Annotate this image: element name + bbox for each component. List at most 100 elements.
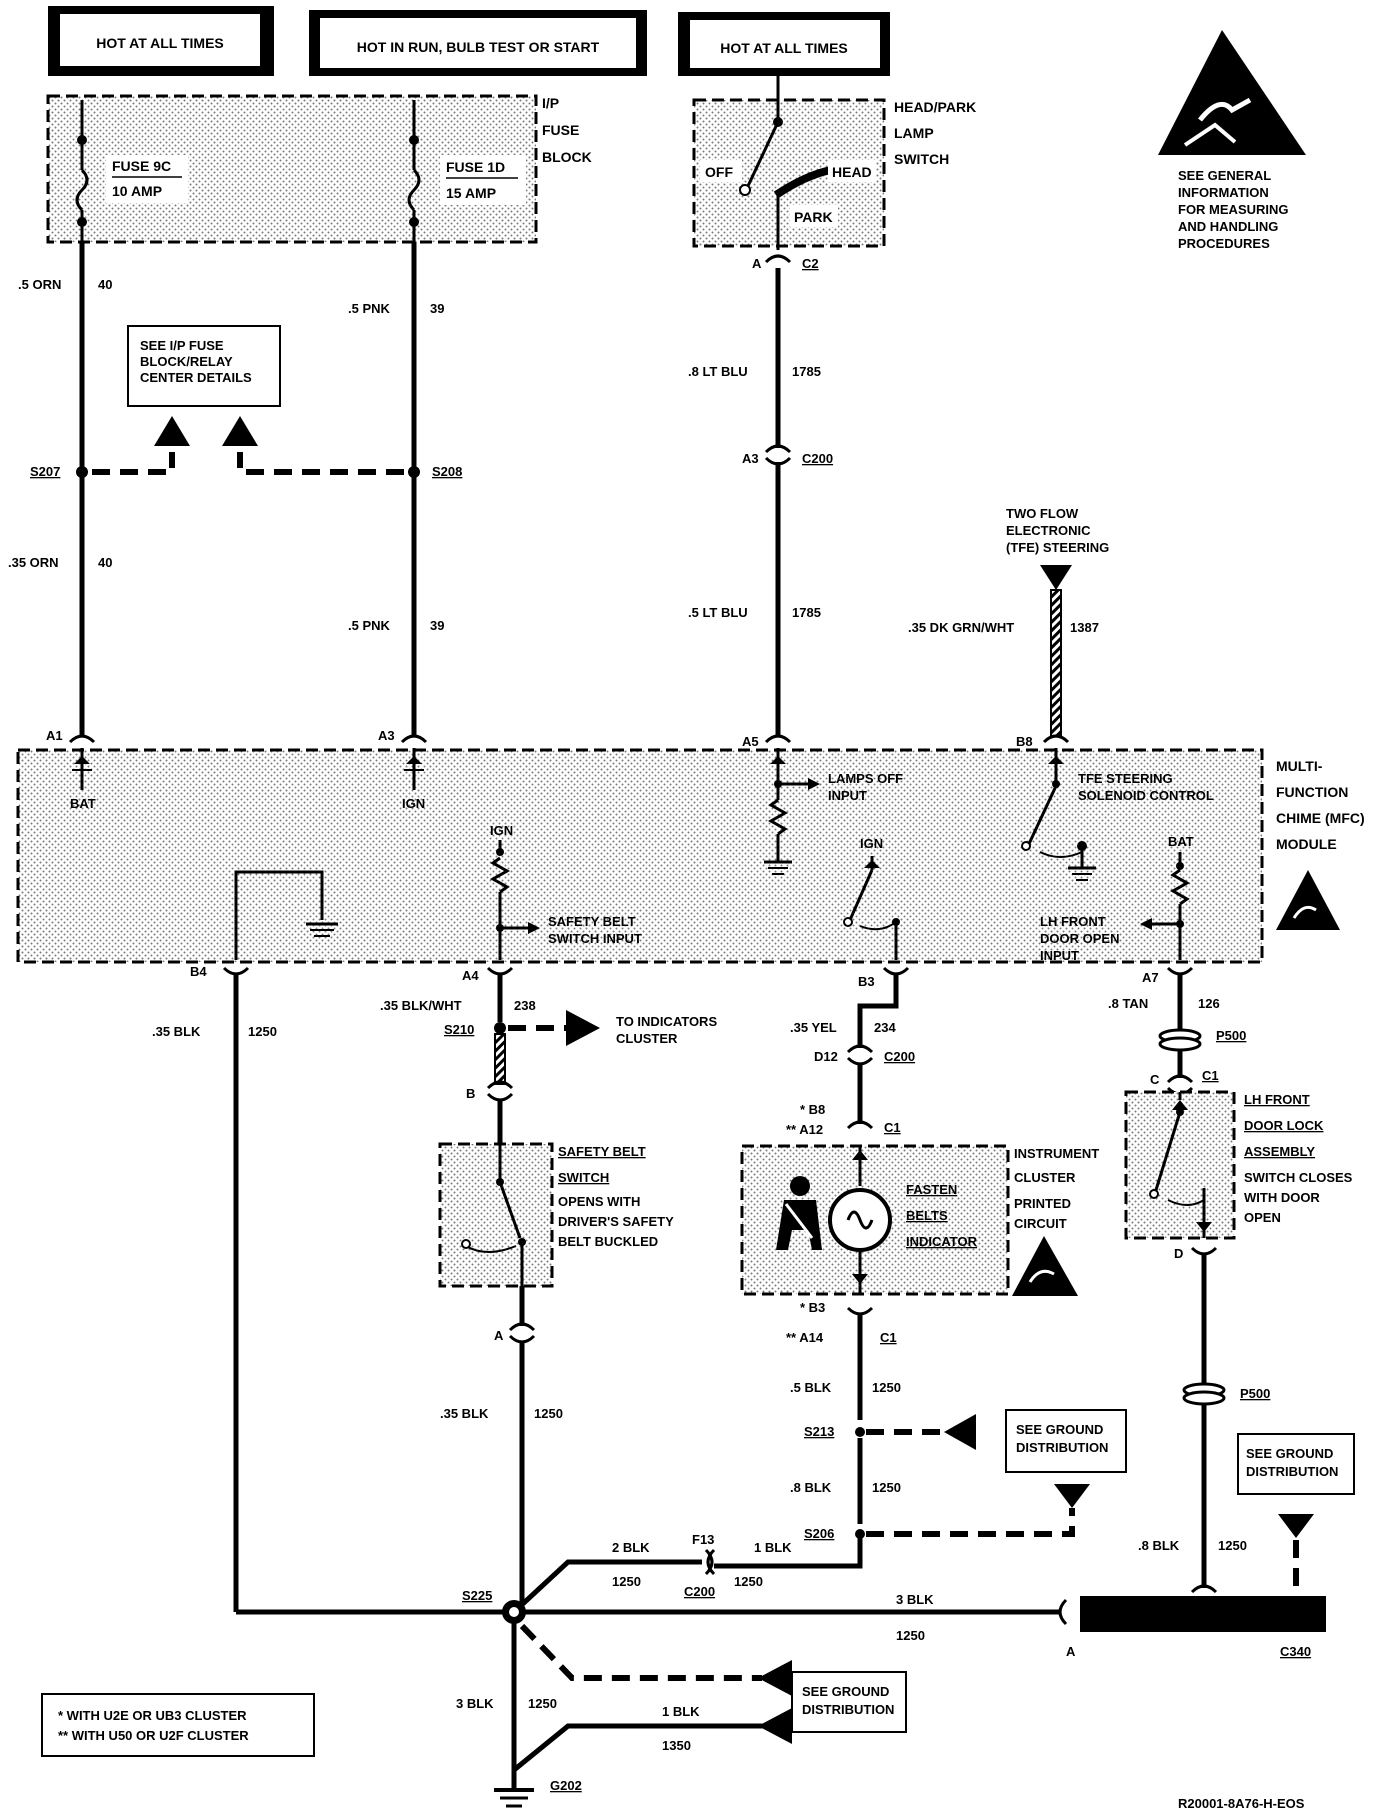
- svg-text:S206: S206: [804, 1526, 834, 1541]
- svg-text:.8 BLK: .8 BLK: [790, 1480, 832, 1495]
- safety-belt-switch-label: SAFETY BELT SWITCH OPENS WITH DRIVER'S S…: [558, 1144, 674, 1249]
- headlamp-switch-label: HEAD/PARK LAMP SWITCH: [894, 99, 976, 167]
- tfe-steering-ground-icon: [1040, 565, 1072, 590]
- svg-text:A: A: [1066, 1644, 1076, 1659]
- splice-s207: [76, 416, 190, 478]
- svg-text:I/P: I/P: [542, 95, 559, 111]
- svg-text:PRINTED: PRINTED: [1014, 1196, 1071, 1211]
- svg-text:1250: 1250: [734, 1574, 763, 1589]
- svg-text:C200: C200: [802, 451, 833, 466]
- svg-text:OPENS WITH: OPENS WITH: [558, 1194, 640, 1209]
- svg-text:LAMPS OFF: LAMPS OFF: [828, 771, 903, 786]
- svg-text:B4: B4: [190, 964, 207, 979]
- mfc-ign-internal-switch: IGN: [843, 836, 900, 960]
- svg-text:BLOCK/RELAY: BLOCK/RELAY: [140, 354, 233, 369]
- svg-text:DRIVER'S SAFETY: DRIVER'S SAFETY: [558, 1214, 674, 1229]
- svg-text:A1: A1: [46, 728, 63, 743]
- svg-text:.5 ORN: .5 ORN: [18, 277, 61, 292]
- svg-text:OPEN: OPEN: [1244, 1210, 1281, 1225]
- svg-text:C1: C1: [884, 1120, 901, 1135]
- svg-text:INSTRUMENT: INSTRUMENT: [1014, 1146, 1099, 1161]
- header-text: HOT IN RUN, BULB TEST OR START: [357, 39, 600, 55]
- svg-text:234: 234: [874, 1020, 896, 1035]
- header-hot-at-all-times-1: HOT AT ALL TIMES: [48, 6, 274, 76]
- to-indicators-arrow: [508, 1010, 600, 1046]
- ground-g202-icon: [494, 1788, 534, 1808]
- fuse-9c: FUSE 9C 10 AMP: [75, 100, 188, 242]
- svg-text:10 AMP: 10 AMP: [112, 183, 162, 199]
- svg-text:.5 LT BLU: .5 LT BLU: [688, 605, 748, 620]
- cluster-esd-icon: [1012, 1236, 1078, 1296]
- svg-text:39: 39: [430, 301, 444, 316]
- svg-text:FUSE 1D: FUSE 1D: [446, 159, 505, 175]
- svg-text:TFE STEERING: TFE STEERING: [1078, 771, 1173, 786]
- svg-text:OFF: OFF: [705, 164, 733, 180]
- svg-text:2 BLK: 2 BLK: [612, 1540, 650, 1555]
- svg-text:LH FRONT: LH FRONT: [1040, 914, 1106, 929]
- svg-text:** A14: ** A14: [786, 1330, 824, 1345]
- connector-c2: [764, 254, 792, 264]
- svg-text:CHIME (MFC): CHIME (MFC): [1276, 810, 1365, 826]
- svg-text:** WITH U50 OR U2F CLUSTER: ** WITH U50 OR U2F CLUSTER: [58, 1728, 249, 1743]
- mfc-bottom-connectors: [222, 966, 1194, 976]
- fuse-details-note: SEE I/P FUSE BLOCK/RELAY CENTER DETAILS: [127, 325, 281, 407]
- svg-text:.5 BLK: .5 BLK: [790, 1380, 832, 1395]
- svg-text:A4: A4: [462, 968, 479, 983]
- svg-text:S225: S225: [462, 1588, 492, 1603]
- svg-text:C: C: [1150, 1072, 1160, 1087]
- svg-text:ELECTRONIC: ELECTRONIC: [1006, 523, 1091, 538]
- esd-note: SEE GENERAL INFORMATION FOR MEASURING AN…: [1178, 168, 1289, 251]
- splice-s225: [502, 1600, 526, 1624]
- mfc-ign-input: IGN: [402, 748, 425, 811]
- svg-text:B: B: [466, 1086, 475, 1101]
- svg-text:LAMP: LAMP: [894, 125, 934, 141]
- svg-text:A5: A5: [742, 734, 759, 749]
- svg-text:FUSE: FUSE: [542, 122, 579, 138]
- svg-text:DISTRIBUTION: DISTRIBUTION: [1246, 1464, 1338, 1479]
- svg-text:HEAD: HEAD: [832, 164, 872, 180]
- svg-text:BELT BUCKLED: BELT BUCKLED: [558, 1234, 658, 1249]
- mfc-safety-belt-input: IGN SAFETY BELT SWITCH INPUT: [489, 823, 642, 960]
- ground-s206-arrow: [866, 1484, 1090, 1537]
- svg-text:INPUT: INPUT: [828, 788, 867, 803]
- svg-text:IGN: IGN: [490, 823, 513, 838]
- connector-c340: [1080, 1596, 1326, 1632]
- mfc-bat-input: BAT: [70, 748, 96, 811]
- header-hot-in-run: HOT IN RUN, BULB TEST OR START: [309, 10, 647, 76]
- seatbelt-person-icon: [776, 1176, 822, 1250]
- reference-code: R20001-8A76-H-EOS: [1178, 1796, 1305, 1811]
- wire-blk-1250-cluster: [714, 1306, 874, 1569]
- connector-label: C2: [802, 256, 819, 271]
- tfe-label: TWO FLOW ELECTRONIC (TFE) STEERING: [1006, 506, 1109, 555]
- svg-text:CIRCUIT: CIRCUIT: [1014, 1216, 1067, 1231]
- svg-text:1250: 1250: [1218, 1538, 1247, 1553]
- svg-text:B8: B8: [1016, 734, 1033, 749]
- svg-text:BLOCK: BLOCK: [542, 149, 592, 165]
- wire-lt-blu-1785: [764, 268, 792, 736]
- svg-text:C340: C340: [1280, 1644, 1311, 1659]
- svg-text:D12: D12: [814, 1049, 838, 1064]
- svg-text:AND HANDLING: AND HANDLING: [1178, 219, 1278, 234]
- mfc-esd-icon: [1276, 870, 1340, 930]
- svg-text:1250: 1250: [248, 1024, 277, 1039]
- wire-blk-wht-238: [486, 974, 514, 1146]
- svg-text:1250: 1250: [896, 1628, 925, 1643]
- svg-text:FUNCTION: FUNCTION: [1276, 784, 1348, 800]
- svg-text:BAT: BAT: [70, 796, 96, 811]
- svg-text:.8 BLK: .8 BLK: [1138, 1538, 1180, 1553]
- svg-text:P500: P500: [1216, 1028, 1246, 1043]
- svg-text:SOLENOID CONTROL: SOLENOID CONTROL: [1078, 788, 1214, 803]
- header-text: HOT AT ALL TIMES: [720, 40, 848, 56]
- mfc-lamps-off-input: LAMPS OFF INPUT: [764, 748, 903, 875]
- svg-text:40: 40: [98, 555, 112, 570]
- svg-text:BELTS: BELTS: [906, 1208, 948, 1223]
- svg-text:1785: 1785: [792, 364, 821, 379]
- svg-text:SEE GENERAL: SEE GENERAL: [1178, 168, 1271, 183]
- ground-distribution-c340: SEE GROUND DISTRIBUTION: [1237, 1433, 1355, 1596]
- svg-text:.35 DK GRN/WHT: .35 DK GRN/WHT: [908, 620, 1014, 635]
- svg-text:.8 LT BLU: .8 LT BLU: [688, 364, 748, 379]
- svg-text:C200: C200: [684, 1584, 715, 1599]
- svg-text:DOOR OPEN: DOOR OPEN: [1040, 931, 1119, 946]
- wire-blk-3-1250: [514, 1598, 1068, 1626]
- svg-text:126: 126: [1198, 996, 1220, 1011]
